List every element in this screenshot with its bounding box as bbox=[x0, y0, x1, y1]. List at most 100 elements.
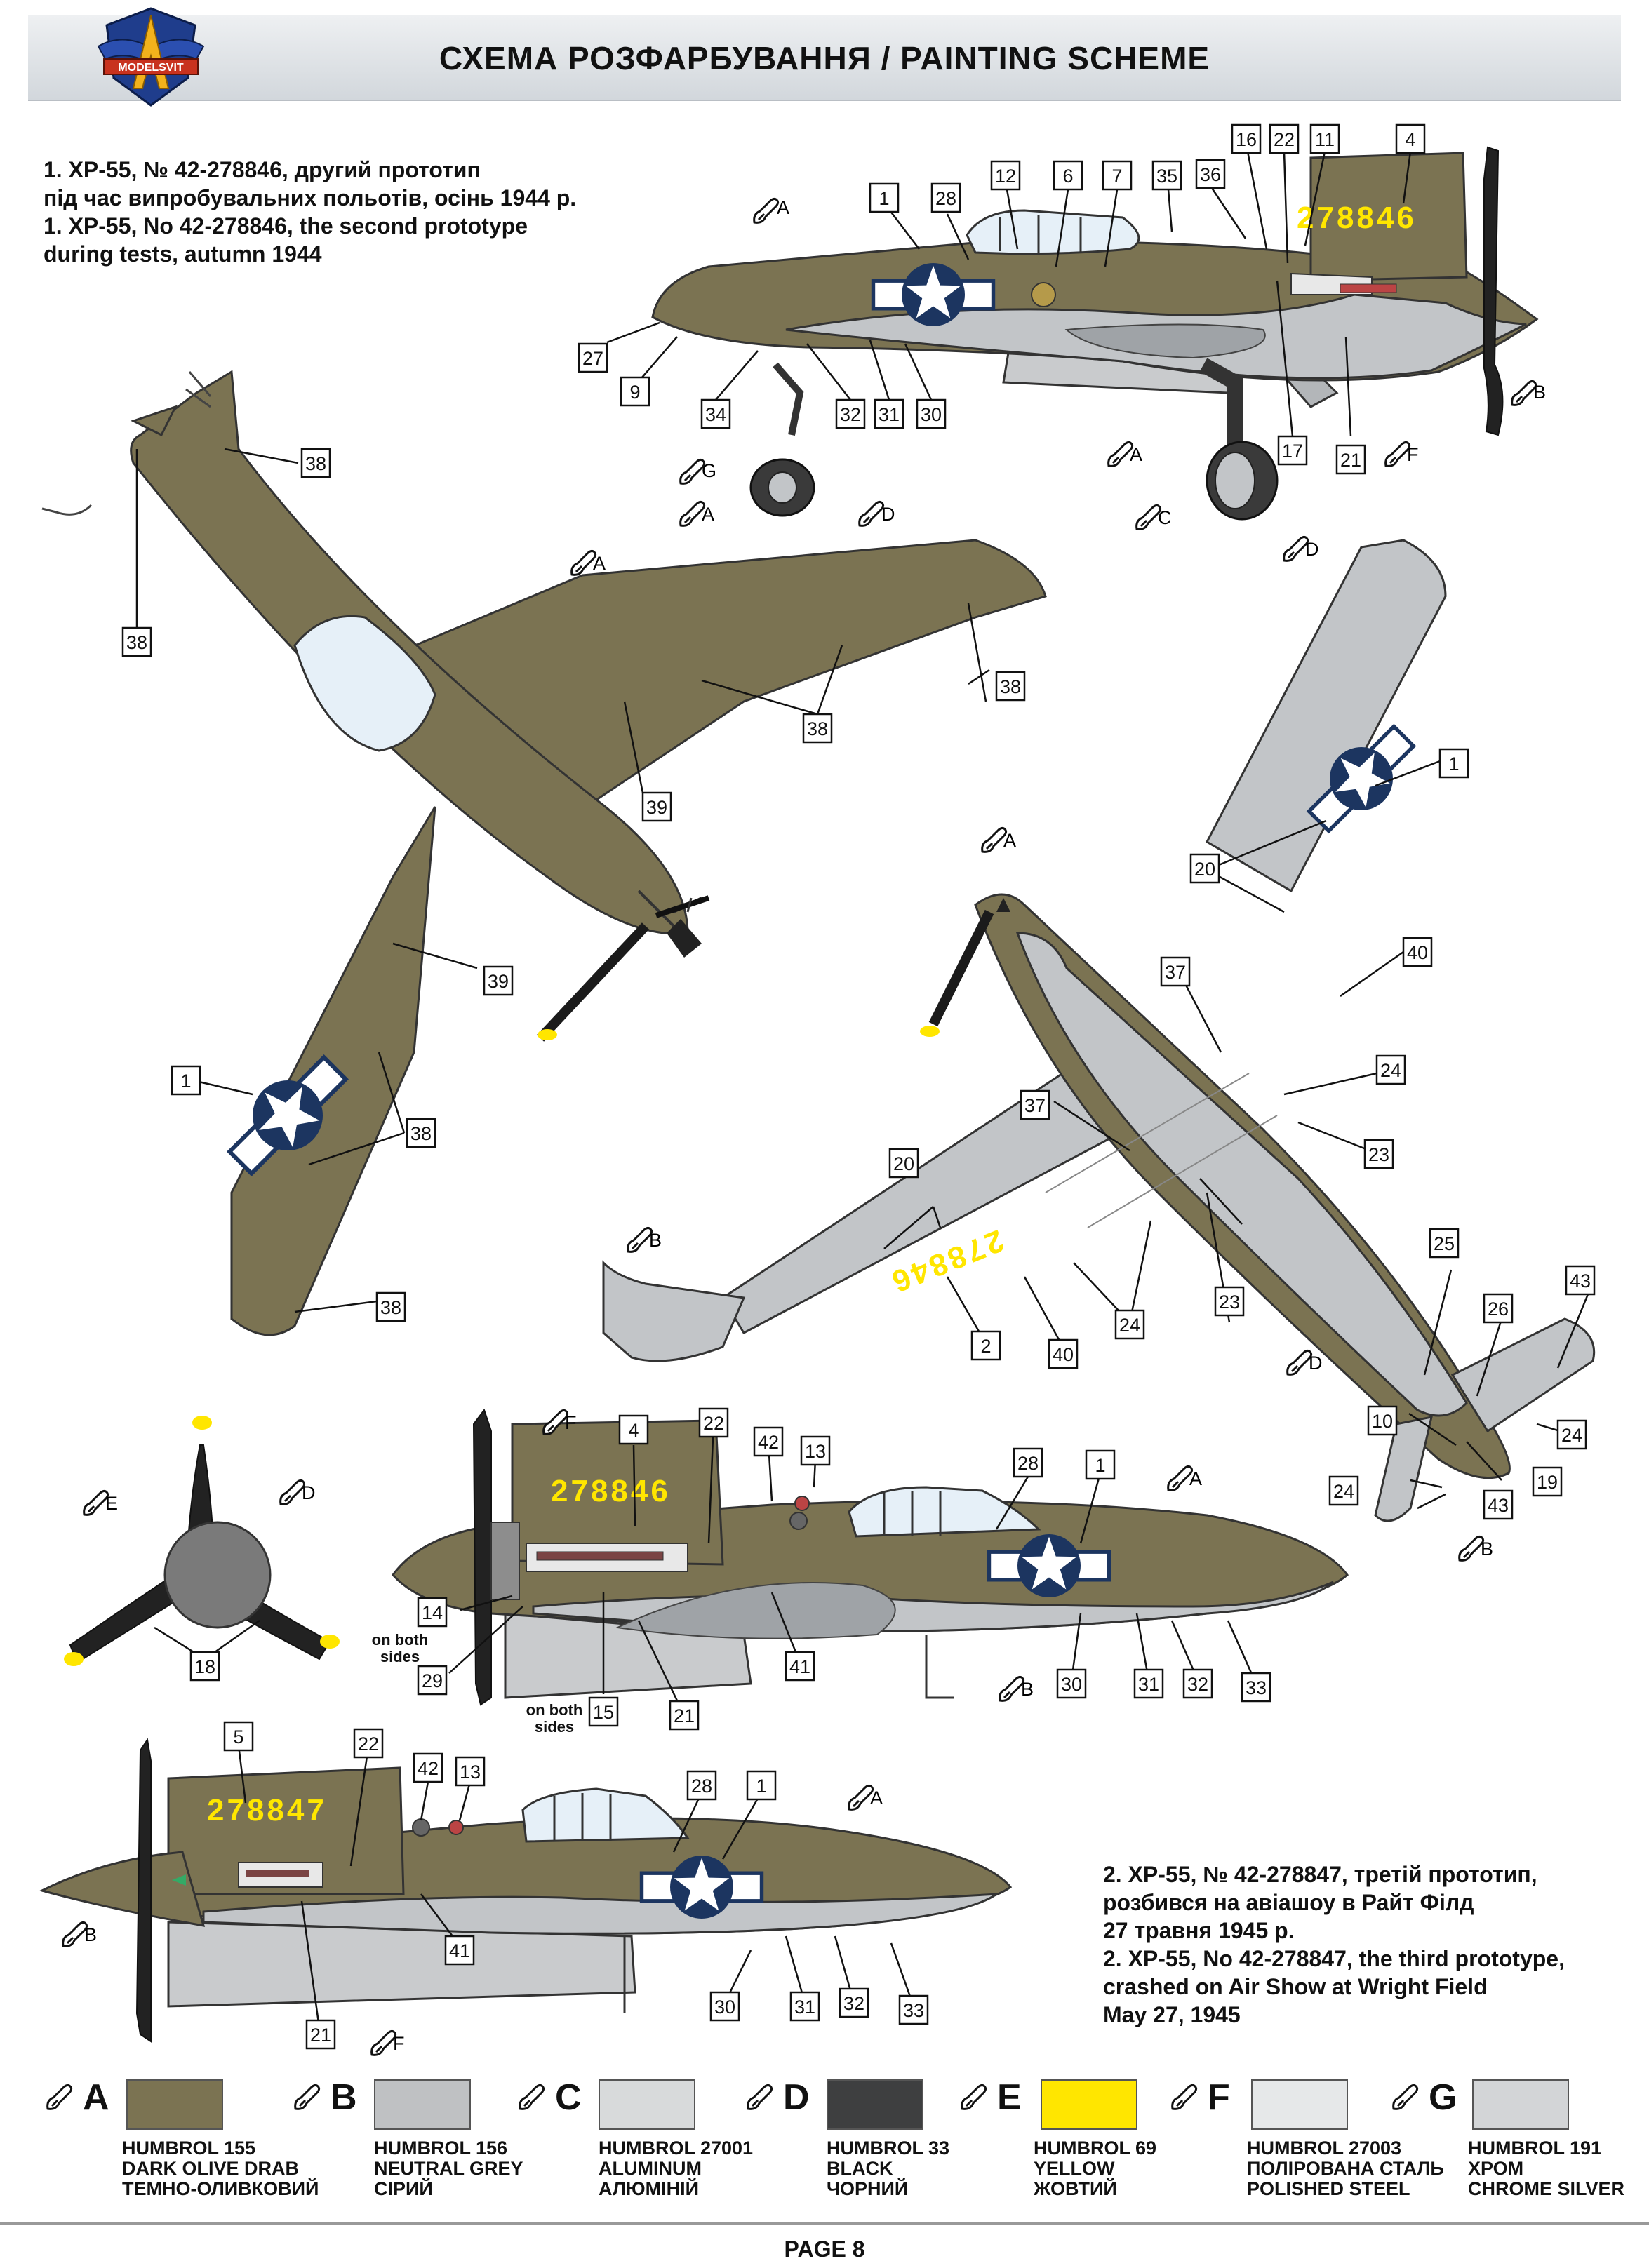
palette-line: HUMBROL 191 bbox=[1468, 2138, 1602, 2159]
callout-number: 16 bbox=[1236, 129, 1257, 150]
palette-label: HUMBROL 27003 ПОЛІРОВАНА СТАЛЬ POLISHED … bbox=[1247, 2138, 1444, 2199]
callout-number: 36 bbox=[1200, 164, 1221, 185]
callout-number: 9 bbox=[629, 382, 640, 403]
callout-number: 19 bbox=[1537, 1472, 1558, 1493]
brush-icon bbox=[519, 2084, 545, 2110]
callout-number: 26 bbox=[1488, 1299, 1509, 1320]
callout-number: 24 bbox=[1333, 1481, 1354, 1502]
callout-number: 27 bbox=[582, 348, 603, 369]
callout-number: 11 bbox=[1315, 129, 1335, 150]
callout-number: 13 bbox=[460, 1762, 481, 1783]
callout-number: 28 bbox=[1017, 1453, 1039, 1474]
callout-number: 2 bbox=[980, 1336, 991, 1357]
footer-divider bbox=[0, 2222, 1649, 2225]
scheme-2-line: 2. XP-55, No 42-278847, the third protot… bbox=[1103, 1946, 1565, 1971]
callout-number: 20 bbox=[893, 1153, 914, 1174]
palette-line: HUMBROL 156 bbox=[374, 2138, 508, 2159]
callout-number: 43 bbox=[1488, 1495, 1509, 1516]
callout-number: 24 bbox=[1380, 1060, 1401, 1081]
palette-label: HUMBROL 155 DARK OLIVE DRAB ТЕМНО-ОЛИВКО… bbox=[122, 2138, 319, 2199]
callout-number: 42 bbox=[758, 1432, 779, 1453]
paint-letter-a: A bbox=[777, 197, 789, 218]
callout-number: 18 bbox=[194, 1656, 215, 1677]
paint-letter-f: F bbox=[565, 1412, 577, 1433]
callout-number: 22 bbox=[358, 1733, 379, 1754]
logo-text: MODELSVIT bbox=[118, 62, 184, 74]
callout-number: 33 bbox=[1246, 1677, 1267, 1698]
palette-line: HUMBROL 69 bbox=[1034, 2138, 1157, 2159]
palette-label: HUMBROL 156 NEUTRAL GREY СІРИЙ bbox=[374, 2138, 523, 2199]
propeller-view bbox=[64, 1416, 340, 1666]
palette-line: CHROME SILVER bbox=[1468, 2178, 1625, 2199]
paint-letter-a: A bbox=[1189, 1468, 1202, 1489]
callout-number: 41 bbox=[449, 1940, 470, 1961]
palette-swatch bbox=[1041, 2079, 1137, 2130]
callout-number: 5 bbox=[233, 1726, 243, 1747]
callout-number: 1 bbox=[180, 1071, 191, 1092]
palette-letter: B bbox=[331, 2077, 357, 2118]
palette-swatch bbox=[599, 2079, 695, 2130]
palette-line: POLISHED STEEL bbox=[1247, 2178, 1410, 2199]
scheme-2-line: May 27, 1945 bbox=[1103, 2002, 1241, 2027]
palette-line: ПОЛІРОВАНА СТАЛЬ bbox=[1247, 2158, 1444, 2179]
callout-number: 1 bbox=[756, 1776, 766, 1797]
palette-line: YELLOW bbox=[1034, 2158, 1115, 2179]
callout-number: 25 bbox=[1434, 1233, 1455, 1254]
callout-number: 12 bbox=[995, 166, 1016, 187]
callout-number: 17 bbox=[1282, 441, 1303, 462]
callout-number: 22 bbox=[1274, 129, 1295, 150]
paint-letter-d: D bbox=[1305, 539, 1319, 560]
callout-number: 13 bbox=[805, 1441, 826, 1462]
top-view bbox=[41, 370, 1047, 1336]
bottom-view: 278846 bbox=[602, 539, 1596, 1522]
callout-number: 21 bbox=[1340, 450, 1361, 471]
callout-number: 41 bbox=[789, 1656, 810, 1677]
callout-number: 23 bbox=[1368, 1144, 1389, 1165]
callout-number: 37 bbox=[1024, 1095, 1046, 1116]
paint-letter-d: D bbox=[302, 1482, 316, 1503]
palette-line: BLACK bbox=[827, 2158, 893, 2179]
brush-icon bbox=[294, 2084, 321, 2110]
callout-number: 30 bbox=[714, 1997, 735, 2018]
callout-number: 40 bbox=[1407, 942, 1428, 963]
palette-label: HUMBROL 33 BLACK ЧОРНИЙ bbox=[827, 2138, 949, 2199]
callout-number: 39 bbox=[488, 971, 509, 992]
paint-letter-b: B bbox=[1481, 1538, 1493, 1559]
callout-number: 29 bbox=[422, 1670, 443, 1691]
paint-letter-a: A bbox=[1003, 830, 1016, 851]
palette-swatch bbox=[126, 2079, 223, 2130]
palette-swatch bbox=[1251, 2079, 1348, 2130]
scheme-1-line: 1. XP-55, № 42-278846, другий прототип bbox=[44, 157, 481, 182]
palette-letter: E bbox=[997, 2077, 1022, 2118]
palette-line: HUMBROL 27003 bbox=[1247, 2138, 1402, 2159]
palette-swatch bbox=[827, 2079, 923, 2130]
palette-line: АЛЮМІНІЙ bbox=[599, 2178, 700, 2199]
paint-letter-e: E bbox=[105, 1493, 118, 1514]
scheme-1-line: під час випробувальних польотів, осінь 1… bbox=[44, 185, 577, 210]
callout-number: 30 bbox=[1061, 1674, 1082, 1695]
paint-letter-a: A bbox=[593, 553, 606, 574]
callout-number: 24 bbox=[1561, 1425, 1582, 1446]
callout-number: 21 bbox=[674, 1705, 695, 1726]
palette-line: ALUMINUM bbox=[599, 2158, 702, 2179]
callout-number: 4 bbox=[1405, 129, 1415, 150]
side-view-1: 278846 bbox=[651, 146, 1539, 521]
header-bar: СХЕМА РОЗФАРБУВАННЯ / PAINTING SCHEME bbox=[28, 15, 1621, 101]
scheme-1-description: 1. XP-55, № 42-278846, другий прототип п… bbox=[44, 156, 576, 268]
palette-letter: F bbox=[1208, 2077, 1230, 2118]
callout-number: 34 bbox=[705, 404, 726, 425]
callout-number: 38 bbox=[126, 632, 147, 653]
callout-number: 31 bbox=[879, 404, 900, 425]
callout-number: 32 bbox=[1187, 1674, 1208, 1695]
serial-number-2: 278846 bbox=[551, 1474, 671, 1508]
callout-number: 1 bbox=[1448, 753, 1459, 774]
serial-number-1: 278846 bbox=[1297, 201, 1417, 235]
palette-line: ХРОМ bbox=[1468, 2158, 1524, 2179]
callout-number: 40 bbox=[1053, 1344, 1074, 1365]
palette-line: DARK OLIVE DRAB bbox=[122, 2158, 300, 2179]
leader-lines bbox=[135, 151, 1591, 2039]
